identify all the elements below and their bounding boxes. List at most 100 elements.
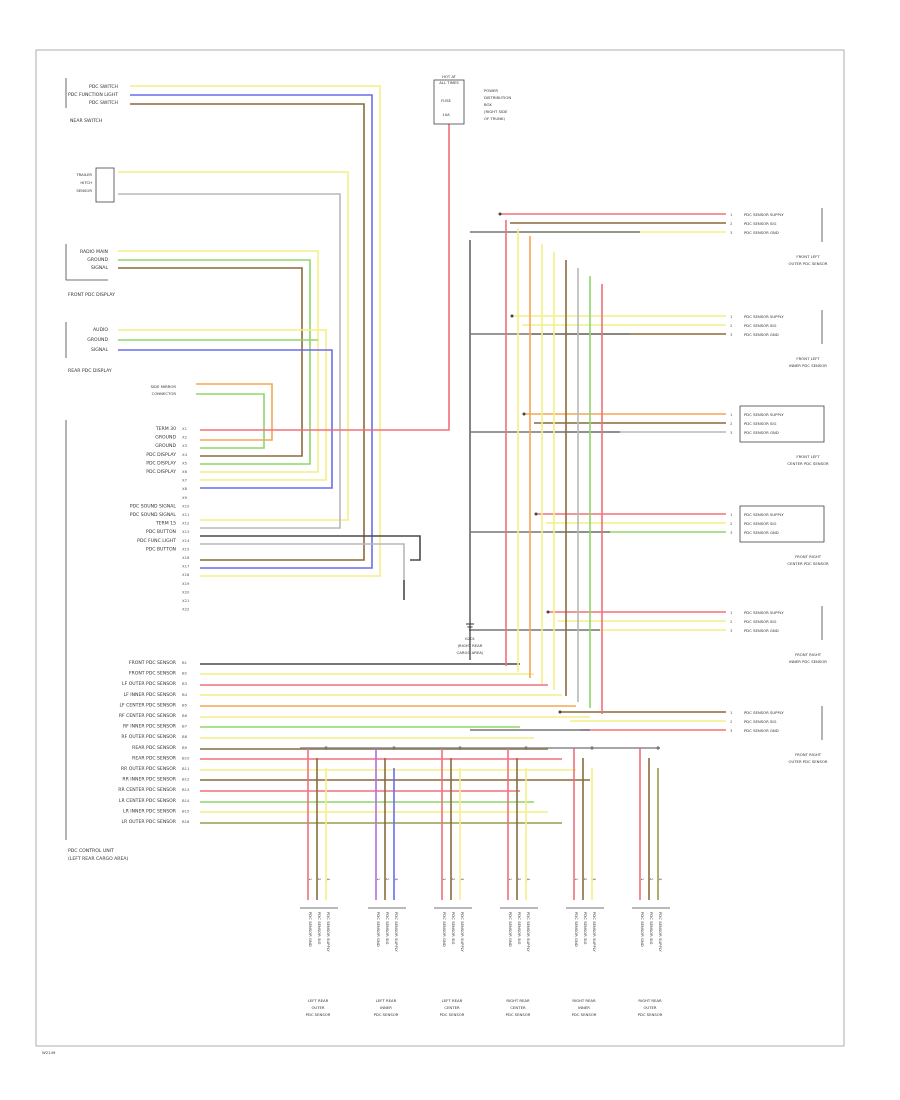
- bottom-sensor-0-wire-1: 2: [317, 878, 322, 881]
- bottom-sensor-2-caption-1: CENTER: [444, 1005, 460, 1010]
- wire-0: [130, 85, 381, 577]
- right-sensor-0-caption-0: FRONT LEFT: [796, 254, 820, 259]
- ground-label-1: (RIGHT REAR: [458, 643, 483, 648]
- g1-label-0: PDC SWITCH: [89, 84, 118, 90]
- module-pin-num-15: X16: [182, 555, 190, 560]
- g2-label-2: SIGNAL: [91, 265, 108, 271]
- bottom-sensor-1-pin-2: PDC SENSOR SUPPLY: [394, 912, 399, 952]
- g3-label-2: SIGNAL: [91, 347, 108, 353]
- module-pin-num-18: X19: [182, 581, 190, 586]
- module-pin-11: TERM 15: [155, 521, 176, 527]
- bottom-sensor-0-pin-1: PDC SENSOR SIG: [317, 912, 322, 944]
- wire-7: [118, 267, 303, 457]
- module-caption-1: (LEFT REAR CARGO AREA): [68, 856, 129, 862]
- module-pin-num-21: X22: [182, 607, 190, 612]
- fuse-box-line-1: ALL TIMES: [439, 80, 459, 85]
- side-note-0: SIDE MIRROR: [151, 384, 177, 389]
- right-sensor-3-pin-1: PDC SENSOR SIG: [744, 521, 776, 526]
- bottom-sensor-0-wire-2: 3: [326, 878, 331, 881]
- bottom-sensor-5-caption-2: PDC SENSOR: [638, 1012, 663, 1017]
- bottom-sensor-0-pin-2: PDC SENSOR SUPPLY: [326, 912, 331, 952]
- splice-dot: [522, 412, 526, 416]
- fuse-note-4: OF TRUNK): [484, 116, 505, 121]
- module-pin-num-11: X12: [182, 521, 190, 526]
- module-pin-2: GROUND: [155, 443, 176, 449]
- ground-symbol: G201 (RIGHT REAR CARGO AREA): [457, 623, 484, 655]
- bottom-sensor-3-caption-1: CENTER: [510, 1005, 526, 1010]
- module-pin-5: PDC DISPLAY: [146, 469, 176, 475]
- wire-13: [200, 124, 450, 431]
- bottom-sensor-2-wire-0: 1: [442, 878, 447, 881]
- module-pin-num-13: X14: [182, 538, 190, 543]
- sensor-pin-3: LF INNER PDC SENSOR: [124, 692, 177, 698]
- right-sensor-5-pin-0: PDC SENSOR SUPPLY: [744, 710, 784, 715]
- sensor-pin-11: RR INNER PDC SENSOR: [122, 777, 176, 783]
- module-caption-0: PDC CONTROL UNIT: [68, 848, 114, 854]
- module-pin-num-5: X6: [182, 469, 188, 474]
- module-pin-num-6: X7: [182, 478, 188, 483]
- bottom-sensor-2-caption-2: PDC SENSOR: [440, 1012, 465, 1017]
- sensor-pin-15: LR OUTER PDC SENSOR: [121, 819, 176, 825]
- right-sensor-3-pinnum-0: 1: [730, 512, 733, 517]
- fuse-note-2: BOX: [484, 102, 492, 107]
- sensor-box-line-0: TRAILER: [75, 172, 92, 177]
- right-sensor-5-pin-2: PDC SENSOR GND: [744, 728, 779, 733]
- sensor-pin-num-6: B7: [182, 724, 188, 729]
- fuse-box-line-2: FUSE: [441, 98, 451, 103]
- trailer-hitch-sensor-box: [95, 167, 115, 203]
- bottom-sensor-1-wire-0: 1: [376, 878, 381, 881]
- module-pin-num-8: X9: [182, 495, 188, 500]
- bottom-sensor-5-caption-1: OUTER: [643, 1005, 656, 1010]
- right-sensor-1-caption-0: FRONT LEFT: [796, 356, 820, 361]
- bottom-sensor-3-caption-0: RIGHT REAR: [506, 998, 530, 1003]
- g2-label-1: GROUND: [87, 257, 108, 263]
- sensor-pin-num-14: B15: [182, 808, 190, 813]
- fuse-box: [433, 79, 465, 125]
- bottom-sensor-5-pin-2: PDC SENSOR SUPPLY: [658, 912, 663, 952]
- ground-label-0: G201: [465, 636, 476, 641]
- right-sensor-4-pinnum-1: 2: [730, 619, 733, 624]
- sensor-pin-num-11: B12: [182, 777, 190, 782]
- sensor-pin-12: RR CENTER PDC SENSOR: [118, 787, 177, 793]
- sensor-pin-4: LF CENTER PDC SENSOR: [119, 702, 176, 708]
- sensor-pin-1: FRONT PDC SENSOR: [129, 671, 177, 677]
- right-sensor-1-pin-0: PDC SENSOR SUPPLY: [744, 314, 784, 319]
- right-sensor-5-pinnum-1: 2: [730, 719, 733, 724]
- right-sensor-3-pin-0: PDC SENSOR SUPPLY: [744, 512, 784, 517]
- wire-10: [118, 349, 333, 489]
- module-pin-num-12: X13: [182, 529, 190, 534]
- bottom-sensor-1-wire-1: 2: [385, 878, 390, 881]
- bottom-sensor-3-pin-0: PDC SENSOR GND: [508, 912, 513, 947]
- bottom-sensor-0-pin-0: PDC SENSOR GND: [308, 912, 313, 947]
- module-pin-14: PDC BUTTON: [146, 546, 176, 552]
- bottom-sensor-1-pin-0: PDC SENSOR GND: [376, 912, 381, 947]
- sensor-pin-num-4: B5: [182, 702, 188, 707]
- sensor-pin-num-1: B2: [182, 671, 188, 676]
- right-sensor-0-pin-2: PDC SENSOR GND: [744, 230, 779, 235]
- bottom-sensor-4-caption-1: INNER: [578, 1005, 590, 1010]
- right-sensor-0-pin-1: PDC SENSOR SIG: [744, 221, 776, 226]
- module-pin-4: PDC DISPLAY: [146, 460, 176, 466]
- splice-dot: [558, 710, 562, 714]
- right-sensor-4-pin-2: PDC SENSOR GND: [744, 628, 779, 633]
- sensor-box-line-2: SENSOR: [76, 188, 92, 193]
- bottom-sensor-4-caption-2: PDC SENSOR: [572, 1012, 597, 1017]
- splice-dot: [546, 610, 550, 614]
- module-pin-num-17: X18: [182, 572, 190, 577]
- wire-11: [196, 383, 273, 441]
- right-sensor-5-caption-1: OUTER PDC SENSOR: [788, 759, 827, 764]
- sensor-pin-num-13: B14: [182, 798, 190, 803]
- sensor-pin-num-12: B13: [182, 787, 190, 792]
- bottom-sensor-1-pin-1: PDC SENSOR SIG: [385, 912, 390, 944]
- module-pin-num-16: X17: [182, 564, 190, 569]
- module-pin-num-19: X20: [182, 589, 190, 594]
- wire-6: [118, 259, 311, 465]
- sensor-pin-num-15: B16: [182, 819, 190, 824]
